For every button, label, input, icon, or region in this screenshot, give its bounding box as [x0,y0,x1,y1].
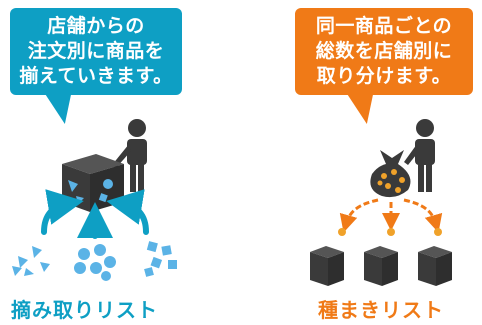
sorting-list-caption: 種まきリスト [318,298,444,322]
sorting-person-icon [404,119,435,192]
circles-icon [74,244,116,281]
picking-speech-bubble: 店舗からの 注文別に商品を 揃えていきます。 [10,8,182,95]
outward-arrows-icon [339,198,443,233]
sorting-bubble-line-1: 同一商品ごとの [315,15,453,37]
picking-bubble-line-1: 店舗からの [47,15,145,37]
picking-person-icon [112,119,147,192]
triangles-icon [12,246,50,276]
squares-icon [144,241,177,277]
store-box-icon [364,246,398,286]
sorting-bubble-line-2: 総数を店舗別に [315,40,453,62]
falling-items-icon [338,228,442,236]
sorting-bubble-line-3: 取り分けます。 [316,65,452,87]
picking-list-caption: 摘み取りリスト [11,298,158,322]
sorting-speech-bubble: 同一商品ごとの 総数を店舗別に 取り分けます。 [295,8,473,95]
store-box-icon [310,246,344,286]
inward-arrows-icon [41,189,149,239]
store-box-icon [418,246,452,286]
picking-bubble-line-3: 揃えていきます。 [19,65,173,87]
picking-bubble-line-2: 注文別に商品を [27,40,165,62]
bag-icon [370,150,411,198]
cart-box-icon [62,154,124,212]
